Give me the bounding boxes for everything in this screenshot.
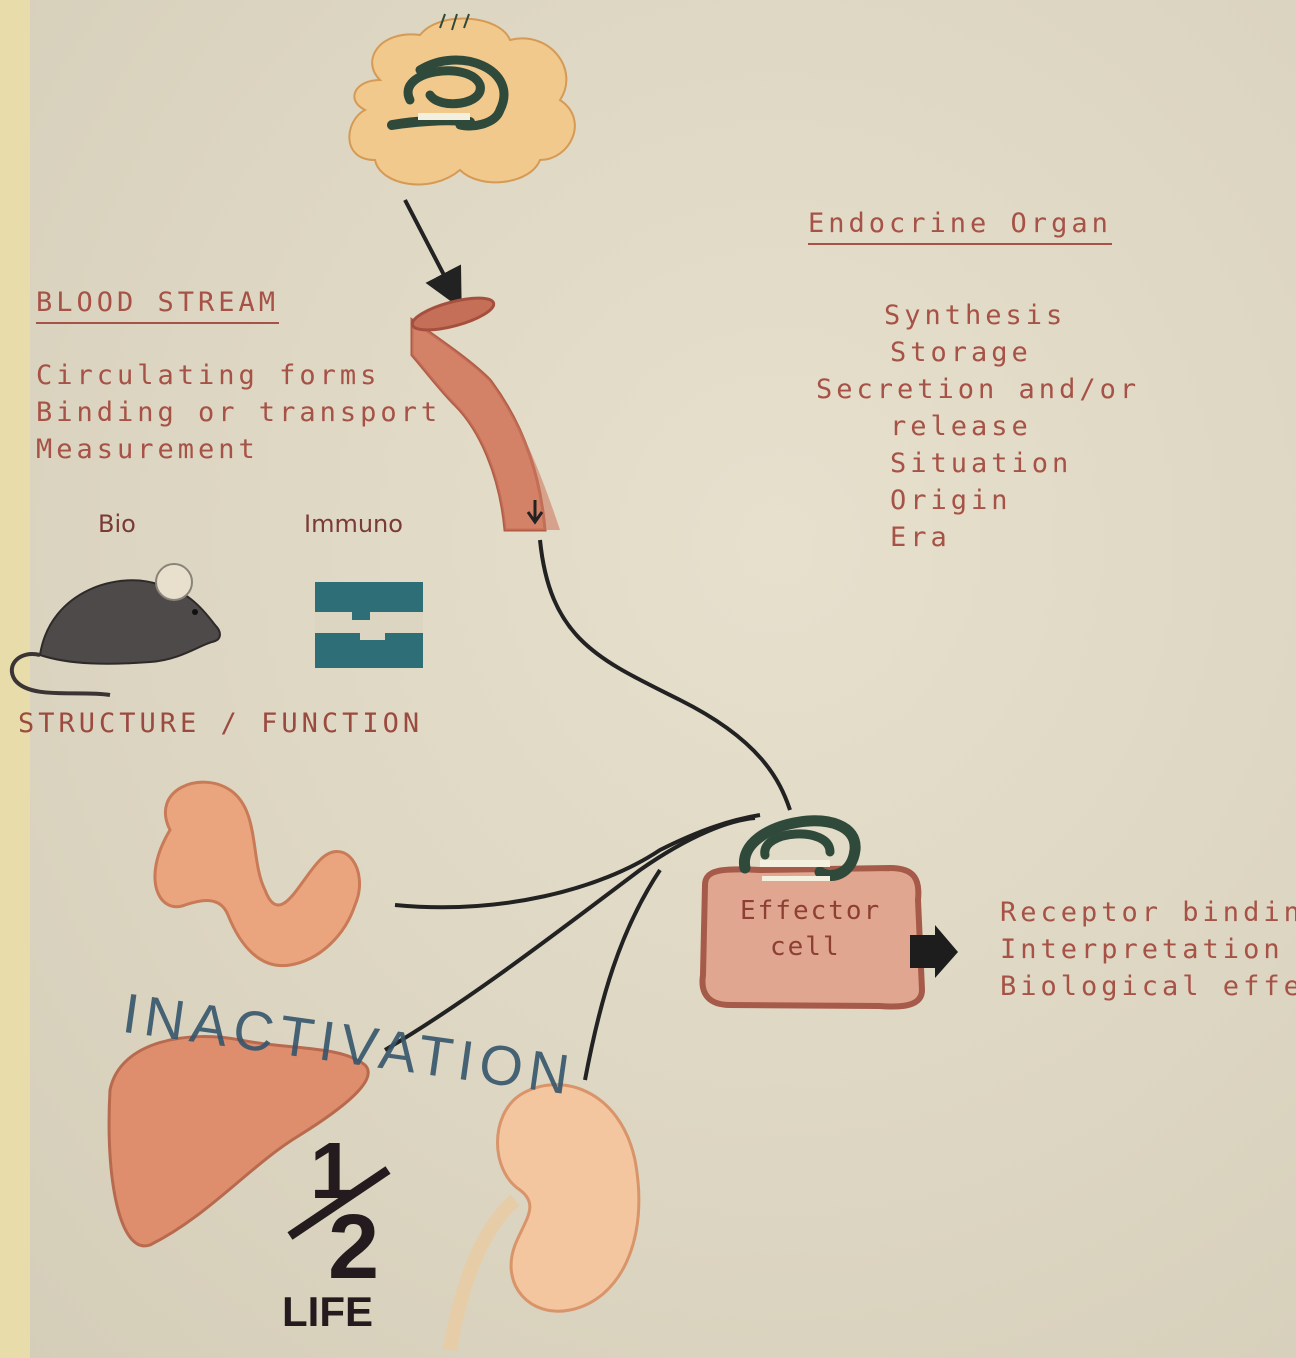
- effector-cell-label-line2: cell: [770, 932, 841, 962]
- liver-connector: [385, 818, 755, 1050]
- blood-stream-item: Binding or transport: [36, 397, 441, 428]
- bioassay-label: Bio: [98, 510, 136, 538]
- intestine-icon: [155, 782, 360, 965]
- endocrine-item: Situation: [890, 448, 1072, 479]
- endocrine-organ-heading: Endocrine Organ: [808, 208, 1112, 245]
- endocrine-item: Storage: [890, 337, 1032, 368]
- half-life-word: LIFE: [282, 1288, 373, 1336]
- endocrine-item: Synthesis: [884, 300, 1066, 331]
- half-life-denominator: 2: [328, 1195, 379, 1300]
- endocrine-item: Secretion and/or: [816, 374, 1140, 405]
- blood-stream-item: Circulating forms: [36, 360, 380, 391]
- secretion-arrow: [405, 200, 458, 302]
- immunoassay-label: Immuno: [304, 510, 403, 538]
- endocrine-item: release: [890, 411, 1032, 442]
- effector-item: Biological effect: [1000, 971, 1296, 1002]
- effector-item: Receptor binding: [1000, 897, 1296, 928]
- kidney-icon: [450, 1085, 639, 1350]
- effector-item: Interpretation: [1000, 934, 1284, 965]
- effector-cell-label-line1: Effector: [740, 896, 881, 926]
- endocrine-item: Origin: [890, 485, 1012, 516]
- endocrine-item: Era: [890, 522, 951, 553]
- mouse-icon: [12, 564, 220, 695]
- structure-function-label: STRUCTURE / FUNCTION: [18, 708, 423, 739]
- blood-stream-item: Measurement: [36, 434, 259, 465]
- blood-stream-heading: BLOOD STREAM: [36, 287, 279, 324]
- circulation-curve: [540, 540, 790, 810]
- immunoassay-icon: [315, 582, 423, 668]
